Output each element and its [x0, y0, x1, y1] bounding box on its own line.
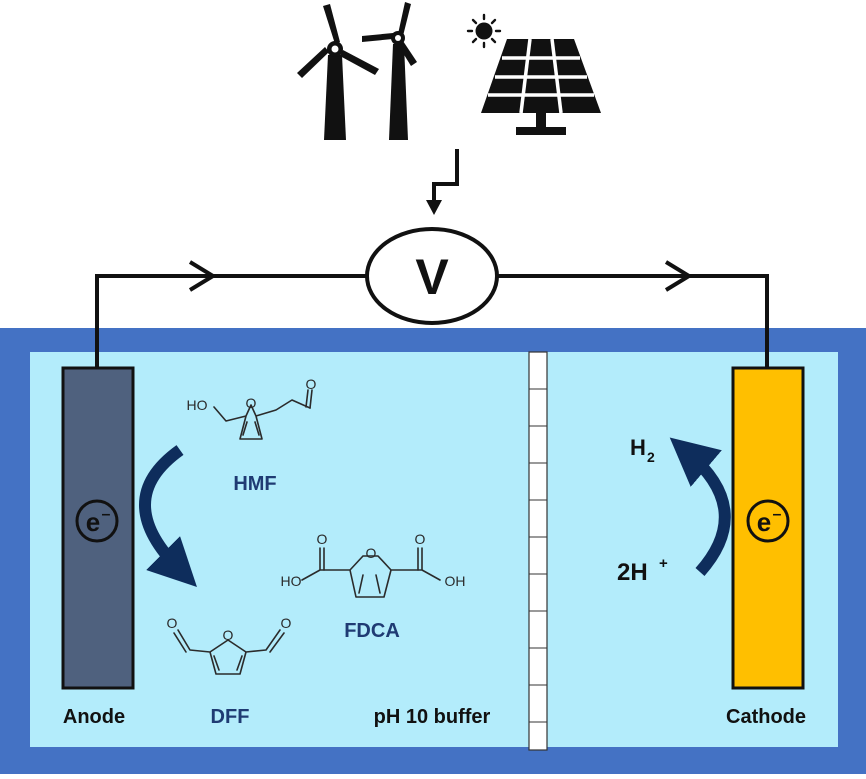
anode-wire — [95, 274, 368, 368]
hydrogen-label: H 2 — [630, 435, 655, 465]
protons-text: 2H — [617, 559, 648, 586]
lightning-arrow-icon — [426, 149, 459, 215]
hmf-label: HMF — [233, 473, 276, 495]
fdca-ring-oxygen: O — [366, 545, 377, 561]
dff-label: DFF — [211, 706, 250, 728]
electron-anode-label: e — [86, 507, 100, 537]
fdca-carbonyl-right: O — [415, 531, 426, 547]
dff-oxygen-right: O — [281, 615, 292, 631]
fdca-label: FDCA — [344, 620, 400, 642]
fdca-hydroxyl-left: HO — [281, 573, 302, 589]
voltmeter-label: V — [415, 249, 449, 305]
buffer-label: pH 10 buffer — [374, 706, 491, 728]
membrane — [528, 351, 548, 751]
anode-electrode: e – — [61, 366, 135, 690]
electron-anode-circle — [75, 499, 119, 543]
circuit: V — [95, 227, 769, 368]
hmf-hydroxyl: HO — [187, 397, 208, 413]
h2-text: H — [630, 435, 646, 460]
hmf-structure: HO O O — [187, 376, 317, 440]
fdca-structure: HO O O O OH — [281, 531, 466, 598]
protons-label: 2H + — [617, 555, 668, 586]
hmf-aldehyde-oxygen: O — [306, 376, 317, 392]
anode-reaction-arrow — [139, 445, 197, 587]
current-direction-arrow-right — [664, 260, 693, 292]
dff-oxygen-left: O — [167, 615, 178, 631]
fdca-hydroxyl-right: OH — [445, 573, 466, 589]
protons-superscript: + — [659, 555, 668, 572]
fdca-carbonyl-left: O — [317, 531, 328, 547]
dff-structure: O O O — [167, 615, 292, 675]
solar-panel-icon — [481, 38, 601, 135]
cathode-electrode: e – — [731, 366, 805, 690]
h2-subscript: 2 — [647, 449, 655, 465]
electron-cathode-circle — [746, 499, 790, 543]
wind-turbine-icon — [362, 2, 417, 140]
anode-label: Anode — [63, 706, 125, 728]
current-direction-arrow-left — [188, 260, 217, 292]
electron-cathode-label: e — [757, 507, 771, 537]
electron-anode-charge: – — [102, 506, 111, 523]
cathode-reaction-arrow — [669, 437, 731, 576]
cathode-label: Cathode — [726, 706, 806, 728]
electron-cathode-charge: – — [773, 506, 782, 523]
cathode-wire — [497, 274, 769, 368]
dff-ring-oxygen: O — [223, 627, 234, 643]
voltmeter-circle — [365, 227, 499, 325]
sun-icon — [466, 13, 502, 49]
hmf-ring-oxygen: O — [246, 395, 257, 411]
wind-turbine-icon — [297, 4, 379, 140]
